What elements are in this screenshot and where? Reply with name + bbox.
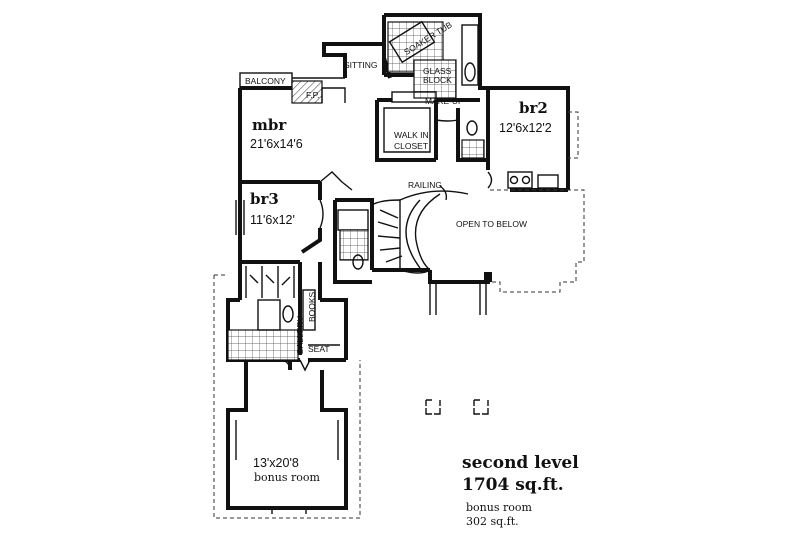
exterior-walls <box>226 13 570 510</box>
mbr-name: mbr <box>252 116 287 134</box>
caption-area: 1704 sq.ft. <box>462 475 564 495</box>
caption-bonus-area: 302 sq.ft. <box>466 515 519 528</box>
label-gallery: GALLERY <box>295 316 305 355</box>
plan-caption: second level 1704 sq.ft. bonus room 302 … <box>462 453 579 528</box>
interior-walls <box>375 73 488 162</box>
windows-and-fixtures <box>213 20 585 519</box>
br3-size: 11'6x12' <box>250 213 295 227</box>
label-open-to-below: OPEN TO BELOW <box>456 219 527 229</box>
label-railing: RAILING <box>408 180 442 190</box>
bonus-name: bonus room <box>254 471 320 484</box>
label-books: BOOKS <box>307 291 317 322</box>
curved-staircase <box>371 185 469 274</box>
bonus-size: 13'x20'8 <box>253 456 299 470</box>
br3-name: br3 <box>250 190 279 208</box>
br2-name: br2 <box>519 99 548 117</box>
br2-size: 12'6x12'2 <box>499 121 552 135</box>
door-swings <box>281 119 493 372</box>
caption-bonus-label: bonus room <box>466 501 532 514</box>
caption-level: second level <box>462 453 579 473</box>
label-balcony: BALCONY <box>245 76 286 86</box>
label-walk-in: WALK IN <box>394 130 429 140</box>
label-glass: GLASS <box>423 66 452 76</box>
label-sitting: SITTING <box>344 60 378 70</box>
room-labels: BALCONY F.P. SITTING SOAKER TUB GLASS BL… <box>245 19 552 484</box>
label-fireplace: F.P. <box>306 90 320 100</box>
label-make-up: MAKE-UP <box>425 96 464 106</box>
label-closet: CLOSET <box>394 141 428 151</box>
mbr-size: 21'6x14'6 <box>250 137 303 151</box>
label-block: BLOCK <box>423 75 452 85</box>
label-seat: SEAT <box>308 344 330 354</box>
